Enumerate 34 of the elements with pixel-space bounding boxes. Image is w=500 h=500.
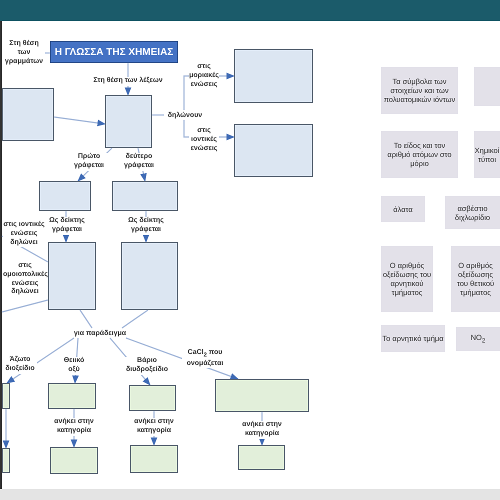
example-box bbox=[48, 383, 96, 409]
connector-line bbox=[152, 114, 164, 116]
answer-card bbox=[381, 131, 458, 178]
answer-card bbox=[381, 325, 445, 352]
answer-card bbox=[474, 67, 500, 106]
answer-card bbox=[451, 246, 500, 312]
concept-box bbox=[112, 181, 178, 211]
connector-line bbox=[80, 310, 92, 328]
example-box bbox=[2, 448, 10, 473]
example-box bbox=[129, 385, 176, 411]
concept-box bbox=[121, 242, 178, 310]
concept-box bbox=[234, 124, 313, 177]
connector-line bbox=[122, 310, 148, 328]
example-box bbox=[2, 383, 10, 409]
example-box bbox=[215, 379, 309, 412]
answer-card bbox=[381, 196, 425, 222]
example-box bbox=[130, 445, 178, 473]
connector-line bbox=[2, 299, 48, 313]
title-box bbox=[50, 41, 178, 63]
concept-box bbox=[105, 95, 152, 148]
concept-box bbox=[48, 242, 96, 310]
title-text: Η ΓΛΩΣΣΑ ΤΗΣ ΧΗΜΕΙΑΣ bbox=[54, 46, 174, 58]
answer-card bbox=[381, 67, 458, 114]
arrow bbox=[54, 116, 106, 126]
answer-card bbox=[456, 327, 500, 351]
answer-card bbox=[445, 196, 500, 229]
example-box bbox=[238, 445, 285, 470]
concept-box bbox=[2, 88, 54, 141]
concept-box bbox=[234, 49, 313, 103]
example-box bbox=[50, 447, 98, 474]
concept-box bbox=[39, 181, 91, 211]
answer-card bbox=[474, 131, 500, 178]
arrow bbox=[2, 409, 10, 449]
answer-card bbox=[381, 246, 433, 312]
